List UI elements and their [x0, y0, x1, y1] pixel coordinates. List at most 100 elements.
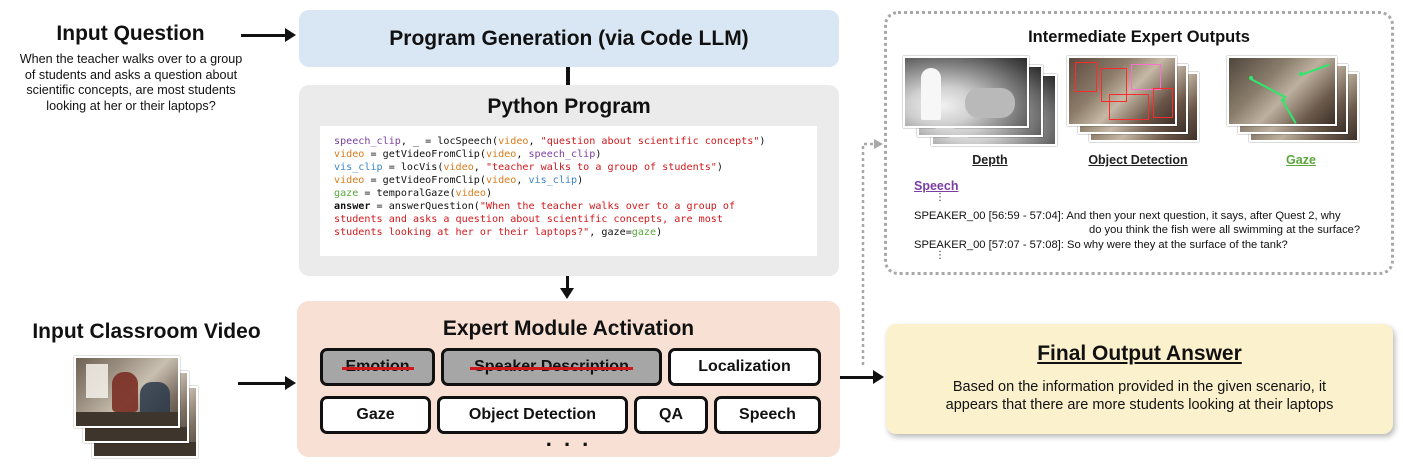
code-token: speech_clip — [334, 136, 401, 147]
depth-frame — [903, 56, 1029, 128]
code-line: students and asks a question about scien… — [334, 213, 817, 226]
module-label: Speaker Description — [470, 358, 633, 375]
code-token: "question about scientific concepts" — [540, 136, 760, 147]
code-token: , gaze= — [589, 227, 632, 238]
module-label: Gaze — [356, 406, 395, 423]
generation-to-program-connector — [566, 67, 570, 85]
code-token: video — [334, 175, 365, 186]
code-token: , — [516, 175, 529, 186]
code-token: gaze — [631, 227, 657, 238]
code-token: speech_clip — [528, 149, 596, 160]
module-label: Emotion — [341, 358, 414, 375]
python-program-title: Python Program — [487, 95, 651, 118]
final-output-answer: Based on the information provided in the… — [906, 378, 1373, 414]
program-to-expert-arrow — [560, 276, 574, 299]
code-line: gaze = temporalGaze(video) — [334, 187, 817, 200]
gaze-frame — [1227, 56, 1337, 126]
bounding-box — [1101, 68, 1127, 102]
code-token: ) — [759, 136, 766, 147]
code-token: = temporalGaze( — [358, 188, 456, 199]
question-to-program-arrow — [241, 28, 296, 42]
code-token: , — [516, 149, 529, 160]
code-token: , — [528, 136, 541, 147]
code-token: vis_clip — [334, 162, 383, 173]
code-token: ) — [577, 175, 584, 186]
code-token: , — [473, 162, 486, 173]
intermediate-outputs-box: Intermediate Expert Outputs Depth — [884, 11, 1394, 275]
object-detection-label: Object Detection — [1088, 153, 1188, 167]
expert-to-final-arrow — [840, 370, 884, 384]
speech-transcript-line: do you think the fish were all swimming … — [1089, 224, 1361, 236]
code-token: = locVis( — [382, 162, 444, 173]
gaze-point — [1281, 98, 1285, 102]
module-localization: Localization — [668, 348, 821, 386]
code-line: video = getVideoFromClip(video, vis_clip… — [334, 174, 817, 187]
expert-module-box: Expert Module Activation Emotion Speaker… — [297, 301, 840, 457]
final-output-box: Final Output Answer Based on the informa… — [886, 324, 1393, 434]
module-label: QA — [659, 406, 683, 423]
module-speaker-description: Speaker Description — [441, 348, 662, 386]
depth-frames — [903, 56, 1063, 151]
speech-transcript-line: SPEAKER_00 [56:59 - 57:04]: And then you… — [914, 210, 1341, 222]
code-token: ) — [485, 188, 493, 199]
code-token: video — [498, 136, 529, 147]
code-token: answer — [334, 201, 371, 212]
gaze-frames — [1227, 56, 1377, 151]
input-question-line: scientific concepts, are most students — [26, 83, 236, 97]
module-gaze: Gaze — [320, 396, 431, 434]
code-token: = getVideoFromClip( — [364, 175, 486, 186]
code-token: video — [443, 162, 474, 173]
code-line: vis_clip = locVis(video, "teacher walks … — [334, 161, 817, 174]
intermediate-outputs-title: Intermediate Expert Outputs — [1028, 28, 1250, 46]
bounding-box — [1131, 64, 1161, 90]
code-token: video — [485, 149, 517, 160]
vertical-ellipsis: ⋮ — [935, 192, 945, 203]
bounding-box — [1153, 88, 1173, 118]
program-generation-box: Program Generation (via Code LLM) — [299, 10, 839, 67]
code-token: "When the teacher walks over to a group … — [479, 201, 736, 212]
code-token: "teacher walks to a group of students" — [485, 162, 717, 173]
code-token: video — [455, 188, 486, 199]
final-output-line: Based on the information provided in the… — [952, 379, 1327, 395]
code-line: answer = answerQuestion("When the teache… — [334, 200, 817, 213]
input-question-line: When the teacher walks over to a group — [19, 52, 243, 66]
code-token: vis_clip — [528, 175, 578, 186]
modules-ellipsis: . . . — [545, 426, 592, 451]
code-token: ) — [716, 162, 723, 173]
speech-label: Speech — [914, 179, 959, 193]
program-generation-label: Program Generation (via Code LLM) — [389, 26, 749, 50]
video-to-expert-arrow — [238, 376, 296, 390]
module-label: Speech — [739, 406, 796, 423]
code-token: gaze — [334, 188, 359, 199]
module-speech: Speech — [714, 396, 821, 434]
depth-label: Depth — [972, 153, 1008, 167]
input-video-frames — [74, 356, 224, 461]
module-object-detection: Object Detection — [437, 396, 628, 434]
input-question-title: Input Question — [56, 22, 205, 45]
code-token: students looking at her or their laptops… — [334, 227, 590, 238]
code-token: video — [485, 175, 517, 186]
bounding-box — [1109, 94, 1149, 120]
gaze-point — [1249, 76, 1253, 80]
vertical-ellipsis: ⋮ — [935, 250, 945, 261]
code-token: students and asks a question about scien… — [334, 214, 723, 225]
gaze-ray — [1282, 100, 1297, 124]
code-token: ) — [595, 149, 602, 160]
code-token: = getVideoFromClip( — [364, 149, 486, 160]
detection-frame — [1067, 56, 1177, 126]
code-line: speech_clip, _ = locSpeech(video, "quest… — [334, 135, 817, 148]
gaze-label: Gaze — [1286, 153, 1316, 167]
input-question-line: looking at her or their laptops? — [46, 98, 216, 113]
expert-module-title: Expert Module Activation — [442, 317, 695, 340]
module-label: Object Detection — [468, 406, 597, 423]
input-video-title: Input Classroom Video — [32, 320, 261, 343]
module-qa: QA — [634, 396, 708, 434]
input-question-line: of students and asks a question about — [24, 67, 238, 82]
final-output-line: appears that there are more students loo… — [945, 397, 1334, 413]
python-program-box: Python Program speech_clip, _ = locSpeec… — [299, 85, 839, 276]
code-token: = answerQuestion( — [370, 201, 480, 212]
bounding-box — [1075, 62, 1097, 92]
code-line: students looking at her or their laptops… — [334, 226, 817, 239]
final-output-title: Final Output Answer — [1037, 342, 1242, 365]
code-token: video — [334, 149, 365, 160]
